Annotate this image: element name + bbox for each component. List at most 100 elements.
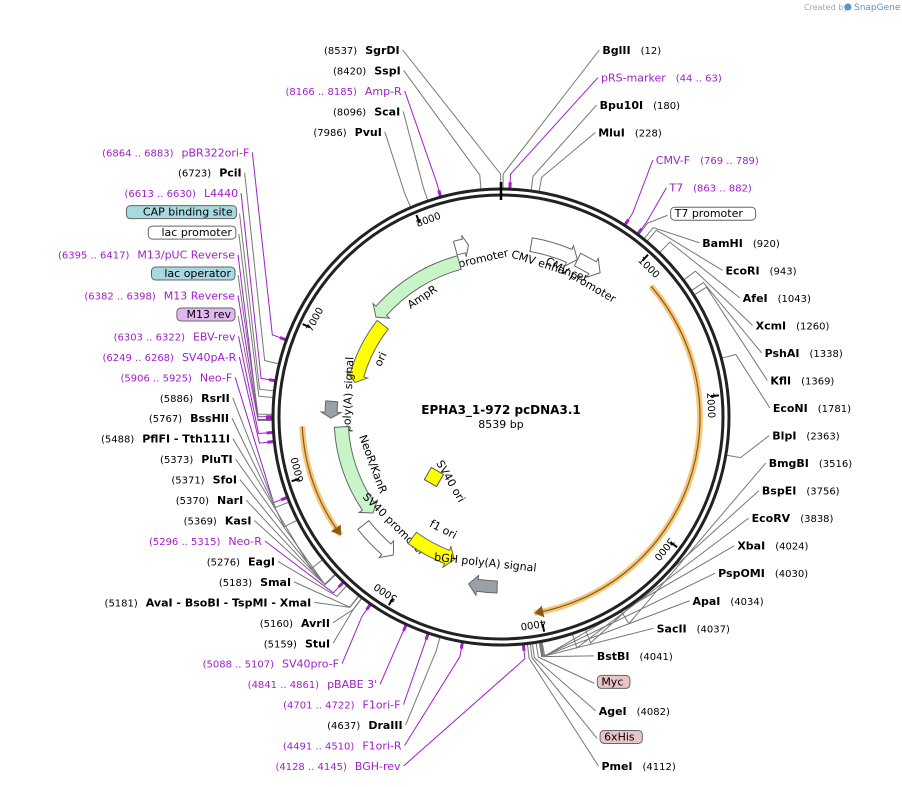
label-ecori: EcoRI: [725, 264, 759, 277]
label-kasi: KasI: [225, 515, 252, 528]
label-pos: (8096): [333, 107, 366, 118]
feature-sv40-poly-a-signal: [321, 401, 341, 418]
plasmid-length: 8539 bp: [478, 418, 523, 431]
label-avai-bsobi-tspmi-xmai: AvaI - BsoBI - TspMI - XmaI: [146, 596, 311, 609]
label-sv40pro-f: SV40pro-F: [282, 658, 339, 671]
label-pos: (8166 .. 8185): [285, 87, 357, 98]
label-scai: ScaI: [374, 105, 400, 118]
orf-arc-line: [302, 426, 341, 535]
feature-label: bGH poly(A) signal: [434, 551, 538, 575]
label-amp-r: Amp-R: [365, 85, 402, 98]
label-pluti: PluTI: [201, 453, 232, 466]
label-pos: (6613 .. 6630): [125, 189, 197, 200]
label-rsrii: RsrII: [201, 392, 230, 405]
label-neo-f: Neo-F: [200, 371, 232, 384]
label-leader: [385, 132, 411, 207]
label-agei: AgeI: [599, 705, 627, 718]
plasmid-name: EPHA3_1-972 pcDNA3.1: [421, 403, 580, 418]
label-pos: (1338): [810, 349, 843, 360]
center-title: EPHA3_1-972 pcDNA3.1 8539 bp: [421, 403, 580, 431]
label-pos: (4128 .. 4145): [275, 762, 347, 773]
label-bstbi: BstBI: [597, 650, 630, 663]
label-pshai: PshAI: [765, 347, 800, 360]
label-pos: (5886): [160, 394, 193, 405]
label-pos: (4841 .. 4861): [248, 680, 320, 691]
label-stui: StuI: [305, 637, 330, 650]
watermark-brand: SnapGene: [854, 3, 901, 13]
label-pos: (1369): [801, 376, 834, 387]
label-leader: [527, 644, 598, 766]
label-apai: ApaI: [692, 595, 720, 608]
label-pos: (5767): [149, 414, 182, 425]
label-sspi: SspI: [374, 64, 400, 77]
label-pos: (4637): [327, 721, 360, 732]
label-nari: NarI: [217, 494, 243, 507]
label-pbr322ori-f: pBR322ori-F: [182, 146, 250, 159]
label-pos: (4082): [637, 707, 670, 718]
label-pos: (5373): [160, 455, 193, 466]
label-pos: (5371): [171, 476, 204, 487]
label-eagi: EagI: [248, 555, 275, 568]
label-leader: [510, 78, 598, 189]
label-pos: (1043): [778, 294, 811, 305]
label-ebv-rev: EBV-rev: [193, 330, 236, 343]
label-afei: AfeI: [743, 292, 768, 305]
label-pspomi: PspOMI: [718, 567, 765, 580]
label-pos: (5276): [207, 557, 240, 568]
label-pos: (5159): [264, 639, 297, 650]
label-leader: [241, 193, 275, 380]
label-leader: [531, 105, 596, 190]
label-leader: [405, 91, 441, 196]
label-avrii: AvrII: [301, 617, 330, 630]
label-myc: Myc: [601, 675, 623, 688]
label-pos: (863 .. 882): [693, 184, 752, 195]
label-pos: (5183): [219, 578, 252, 589]
label-leader: [403, 50, 501, 188]
label-pos: (3838): [800, 514, 833, 525]
label-bmgbi: BmgBI: [769, 457, 809, 470]
label-pos: (6864 .. 6883): [102, 148, 174, 159]
label-leader: [403, 111, 427, 200]
label-pos: (769 .. 789): [700, 156, 759, 167]
label-m13-puc-reverse: M13/pUC Reverse: [137, 249, 235, 262]
label-mlui: MluI: [598, 127, 625, 140]
label-pos: (4112): [643, 762, 676, 773]
feature-bgh-poly-a-signal: [469, 575, 498, 595]
feature-ampr-promoter: [453, 235, 468, 256]
label-pos: (5369): [184, 517, 217, 528]
label-pos: (920): [753, 239, 780, 250]
label-leader: [638, 188, 666, 234]
label-pos: (6249 .. 6268): [103, 353, 175, 364]
label-leader: [539, 133, 595, 192]
label-pflfi-tth111i: PflFI - Tth111I: [142, 433, 230, 446]
label-sfoi: SfoI: [213, 474, 237, 487]
label-pos: (1260): [796, 321, 829, 332]
label-bsshii: BssHII: [190, 412, 229, 425]
label-pcii: PciI: [219, 167, 241, 180]
label-pos: (4037): [697, 624, 730, 635]
label-pos: (3756): [806, 487, 839, 498]
label-leader: [503, 50, 599, 188]
label-pos: (4034): [730, 597, 763, 608]
label-pos: (3516): [819, 459, 852, 470]
label-bpu10i: Bpu10I: [600, 99, 644, 112]
label-pos: (8537): [324, 46, 357, 57]
label-pos: (6382 .. 6398): [84, 291, 156, 302]
label-xbai: XbaI: [737, 540, 765, 553]
label-leader: [404, 645, 525, 766]
label-leader: [380, 625, 406, 684]
label-leader: [541, 573, 715, 656]
label-neo-r: Neo-R: [228, 535, 262, 548]
orf-arc: [302, 426, 341, 535]
watermark-prefix: Created by: [804, 3, 848, 12]
label-leader: [536, 643, 594, 683]
label-draiii: DraIII: [368, 719, 402, 732]
label-pos: (5160): [260, 619, 293, 630]
label-lac-operator: lac operator: [164, 267, 231, 280]
label-pos: (44 .. 63): [676, 74, 722, 85]
label-cap-binding-site: CAP binding site: [143, 206, 233, 219]
feature-label: ori: [372, 350, 390, 369]
feature-label: f1 ori: [427, 517, 458, 542]
